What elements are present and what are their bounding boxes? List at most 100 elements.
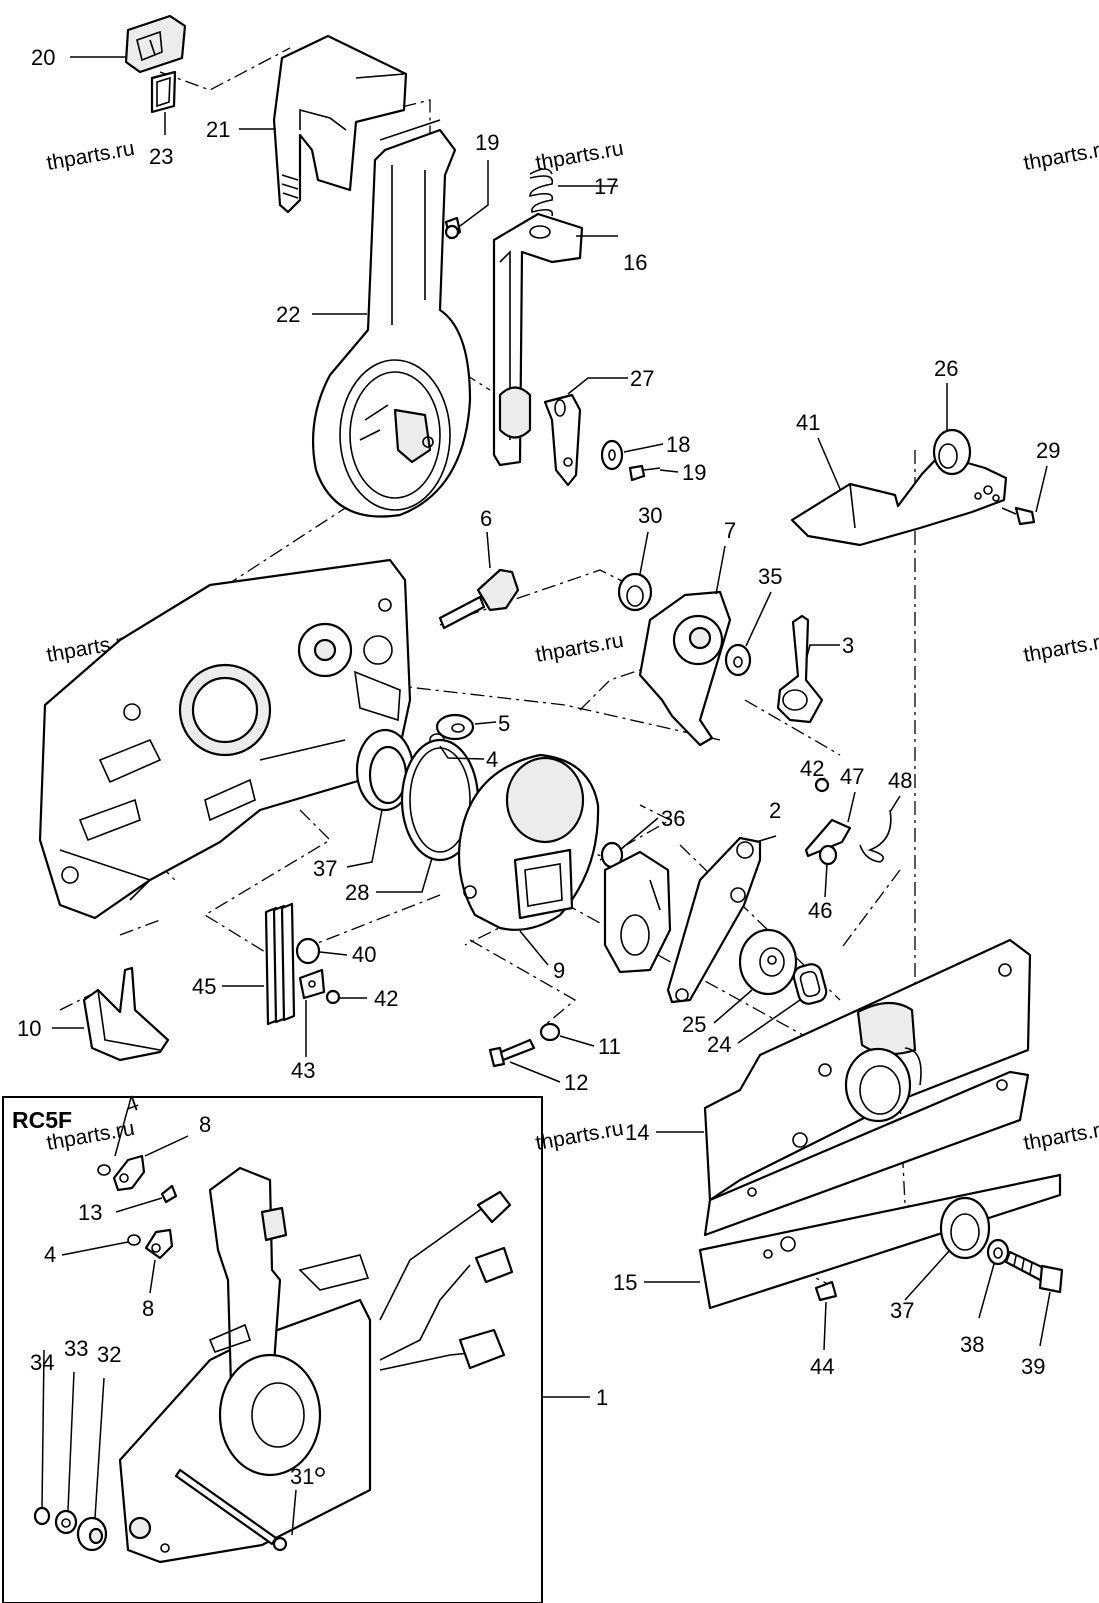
- callout-29: 29: [1036, 438, 1060, 463]
- part-16-stopper-arm: [492, 212, 584, 467]
- part-44-screw: [814, 1280, 838, 1302]
- part-19-screw-top: [444, 216, 462, 240]
- inset-part-33-washer: [54, 1509, 78, 1535]
- watermark-text: thparts.ru: [1022, 137, 1099, 175]
- callout-14: 14: [625, 1120, 649, 1145]
- callout-18: 18: [666, 432, 690, 457]
- callout-23: 23: [149, 144, 173, 169]
- part-12-bolt: [488, 1038, 536, 1068]
- part-2-link-plate: [603, 836, 762, 1004]
- callout-35: 35: [758, 564, 782, 589]
- part-17-spring: [529, 168, 554, 217]
- callouts: 20 21 23 19 17 16 22 27 26 41 18 29 19 6…: [17, 45, 1060, 1489]
- callout-33: 33: [64, 1336, 88, 1361]
- callout-30: 30: [638, 503, 662, 528]
- part-10-cover: [82, 966, 170, 1062]
- callout-27: 27: [630, 366, 654, 391]
- callout-2: 2: [769, 798, 781, 823]
- callout-22: 22: [276, 302, 300, 327]
- part-42-screw-lower: [325, 989, 341, 1005]
- callout-45: 45: [192, 974, 216, 999]
- part-30-collar: [617, 572, 653, 612]
- callout-48: 48: [888, 768, 912, 793]
- part-26-bushing: [932, 428, 972, 476]
- part-19-screw: [628, 464, 661, 482]
- callout-4c: 4: [44, 1242, 56, 1267]
- callout-1: 1: [596, 1385, 608, 1410]
- watermark-text: thparts.ru: [1022, 629, 1099, 667]
- part-40-stopper: [295, 937, 321, 965]
- part-29-bolt: [1001, 506, 1036, 526]
- callout-16: 16: [623, 250, 647, 275]
- callout-39: 39: [1021, 1354, 1045, 1379]
- inset-part-8-clamp-b: [144, 1228, 174, 1260]
- callout-17: 17: [594, 174, 618, 199]
- part-3-arm: [776, 614, 824, 724]
- part-47-spring-arm: [804, 818, 852, 858]
- callout-5: 5: [498, 711, 510, 736]
- watermark-text: thparts.ru: [45, 137, 136, 175]
- callout-37a: 37: [313, 856, 337, 881]
- callout-36: 36: [661, 806, 685, 831]
- part-48-spring: [859, 809, 892, 863]
- watermark-text: thparts.ru: [534, 629, 625, 667]
- part-41-lever-plate: [790, 453, 1008, 547]
- callout-10: 10: [17, 1016, 41, 1041]
- callout-19b: 19: [682, 460, 706, 485]
- callout-46: 46: [808, 898, 832, 923]
- callout-31: 31: [290, 1464, 314, 1489]
- callout-24: 24: [707, 1032, 731, 1057]
- part-42-screw-upper: [814, 777, 830, 793]
- callout-21: 21: [206, 117, 230, 142]
- part-37-ring: [355, 728, 415, 812]
- callout-19a: 19: [475, 130, 499, 155]
- callout-42b: 42: [374, 986, 398, 1011]
- part-7-cam-plate: [638, 590, 732, 747]
- part-11-nut: [539, 1022, 561, 1042]
- part-5-washer: [435, 713, 475, 741]
- callout-32: 32: [97, 1342, 121, 1367]
- callout-43: 43: [291, 1058, 315, 1083]
- callout-12: 12: [564, 1070, 588, 1095]
- callout-25: 25: [682, 1012, 706, 1037]
- part-18-washer: [600, 439, 624, 471]
- callout-15: 15: [613, 1270, 637, 1295]
- callout-9: 9: [553, 958, 565, 983]
- inset-part-1-remote-control: [118, 1166, 514, 1564]
- callout-47: 47: [840, 764, 864, 789]
- part-37-ring-right: [939, 1196, 991, 1260]
- callout-7: 7: [724, 518, 736, 543]
- callout-8b: 8: [142, 1296, 154, 1321]
- watermark-text: thparts.ru: [1022, 1117, 1099, 1155]
- inset-part-4-clip-a: [97, 1164, 111, 1176]
- callout-28: 28: [345, 880, 369, 905]
- callout-6: 6: [480, 506, 492, 531]
- callout-4a: 4: [486, 747, 498, 772]
- part-9-housing-disk: [457, 753, 600, 931]
- part-20-switch-cover: [124, 14, 187, 74]
- part-6-shaft-knob: [438, 568, 520, 630]
- inset-part-4-clip-b: [127, 1234, 141, 1246]
- callout-4b: 4: [122, 1090, 142, 1118]
- callout-40: 40: [352, 942, 376, 967]
- inset-part-13-clip: [160, 1184, 178, 1204]
- part-24-seal: [792, 963, 828, 1005]
- inset-title: RC5F: [12, 1107, 72, 1133]
- callout-42a: 42: [800, 756, 824, 781]
- part-23-pad: [150, 70, 177, 114]
- part-27-bracket: [543, 393, 582, 487]
- callout-41: 41: [796, 410, 820, 435]
- main-housing: [38, 558, 412, 920]
- callout-34: 34: [30, 1350, 54, 1375]
- callout-13: 13: [78, 1200, 102, 1225]
- part-38-washer: [986, 1238, 1010, 1266]
- callout-11: 11: [598, 1034, 621, 1059]
- inset-part-34-nut: [33, 1506, 51, 1526]
- inset-part-32-bushing: [76, 1516, 108, 1552]
- inset-rc5f: RC5F: [2, 1096, 543, 1603]
- part-35-washer: [724, 643, 752, 677]
- callout-8a: 8: [199, 1112, 211, 1137]
- part-14-side-cover: [703, 938, 1032, 1237]
- inset-frame: [2, 1096, 543, 1603]
